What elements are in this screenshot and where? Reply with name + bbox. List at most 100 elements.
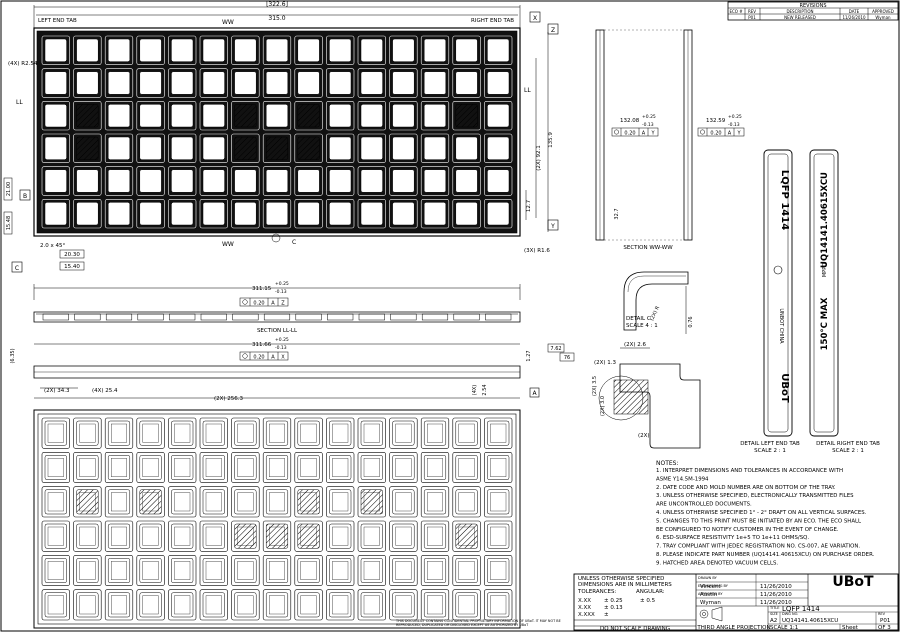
pocket-inner bbox=[332, 526, 349, 546]
rev-row-approved: Wyman bbox=[875, 15, 891, 20]
pocket-inner bbox=[174, 458, 191, 477]
pocket-inner bbox=[47, 595, 64, 615]
pocket-cavity bbox=[202, 489, 225, 515]
pocket-cavity bbox=[297, 71, 320, 95]
approved-label: APPROVED BY bbox=[698, 592, 723, 596]
pocket-inner bbox=[237, 561, 254, 580]
vacuum-cell bbox=[234, 523, 257, 549]
pocket-cavity bbox=[171, 136, 194, 160]
ww-dim-left-plus: +0.25 bbox=[642, 114, 656, 120]
pocket-cavity bbox=[107, 592, 131, 618]
datum-x: X bbox=[533, 15, 537, 22]
pocket-inner bbox=[427, 492, 443, 512]
section-ll-view: 311.15 +0.25 -0.13 0.20 A Z SECTION LL-L… bbox=[10, 281, 575, 402]
pocket-cavity bbox=[297, 38, 320, 62]
pocket-inner bbox=[237, 492, 254, 512]
ww-fcf-right-tol: 0.20 bbox=[710, 131, 721, 137]
vacuum-cell bbox=[76, 136, 99, 160]
dim-12-7: 12.7 bbox=[526, 199, 532, 212]
note-line: 9. HATCHED AREA DENOTED VACUUM CELLS. bbox=[656, 560, 778, 566]
pocket-cavity bbox=[487, 455, 510, 480]
pocket-inner bbox=[363, 423, 380, 443]
pocket-cavity bbox=[139, 202, 162, 226]
right-tab-text-temp: 150°C MAX bbox=[820, 297, 830, 350]
pocket-inner bbox=[395, 492, 412, 512]
pocket-inner bbox=[395, 595, 412, 615]
confidential-notice: THIS DOCUMENT CONTAINS CONFIDENTIAL PROP… bbox=[396, 619, 561, 627]
pocket-cavity bbox=[487, 71, 510, 95]
pocket-cavity bbox=[392, 455, 415, 480]
engineering-date: 11/26/2010 bbox=[760, 592, 792, 598]
ll-fcf-top-z: Z bbox=[281, 301, 285, 307]
pocket-cavity bbox=[202, 420, 225, 446]
pocket-cavity bbox=[329, 558, 352, 583]
pocket-inner bbox=[79, 526, 96, 546]
pocket-cavity bbox=[139, 169, 162, 193]
pocket-cavity bbox=[44, 489, 67, 515]
vacuum-cell bbox=[455, 104, 478, 128]
pocket-inner bbox=[363, 561, 380, 580]
pocket-inner bbox=[79, 595, 96, 615]
pocket-cavity bbox=[329, 71, 352, 95]
pocket-cavity bbox=[265, 169, 289, 193]
pocket-cavity bbox=[329, 455, 352, 480]
pocket-inner bbox=[142, 526, 159, 546]
pocket-cavity bbox=[171, 523, 194, 549]
rev-row-rev: P01 bbox=[748, 15, 756, 20]
top-view: [322.6] 315.0 LEFT END TAB RIGHT END TAB… bbox=[3, 1, 559, 273]
section-ll-left: LL bbox=[16, 99, 23, 106]
pocket-cavity bbox=[234, 71, 257, 95]
section-ww-view: SECTION WW-WW 132.08 +0.25 -0.13 0.20 A … bbox=[595, 29, 745, 251]
ll-pocket bbox=[105, 313, 133, 321]
pocket-cavity bbox=[297, 420, 320, 446]
rev-row-date: 11/26/2010 bbox=[842, 15, 866, 20]
vacuum-cell bbox=[455, 523, 478, 549]
ww-fcf-left-a: A bbox=[642, 131, 646, 137]
pocket-cavity bbox=[202, 71, 225, 95]
pocket-cavity bbox=[329, 420, 352, 446]
tol-angular-val: ± 0.5 bbox=[640, 598, 656, 604]
pocket-cavity bbox=[423, 38, 447, 62]
left-tab-caption: DETAIL LEFT END TAB bbox=[740, 441, 800, 447]
notes-block: NOTES: 1. INTERPRET DIMENSIONS AND TOLER… bbox=[656, 460, 875, 566]
detail-right-end-tab: UQ14141.40615XCU 150°C MAX MPPO DETAIL R… bbox=[809, 149, 880, 454]
pocket-cavity bbox=[234, 202, 257, 226]
pocket-cavity bbox=[329, 202, 352, 226]
pocket-cavity bbox=[392, 202, 415, 226]
pocket-inner bbox=[395, 526, 412, 546]
pocket-inner bbox=[427, 526, 443, 546]
pocket-cavity bbox=[107, 169, 131, 193]
pocket-cavity bbox=[44, 71, 67, 95]
ww-dim-32-7: 32.7 bbox=[614, 208, 620, 219]
dim-radius-1-6: (3X) R1.6 bbox=[524, 248, 550, 254]
approved-by: Wyman bbox=[700, 600, 721, 606]
pocket-inner bbox=[458, 595, 475, 615]
pocket-inner bbox=[79, 492, 96, 512]
label-right-end-tab: RIGHT END TAB bbox=[471, 18, 514, 24]
pocket-cavity bbox=[487, 136, 510, 160]
dim-corner-radius: (4X) R2.54 bbox=[8, 61, 38, 67]
dim-20-30: 20.30 bbox=[64, 252, 80, 258]
pocket-cavity bbox=[107, 38, 131, 62]
pocket-cavity bbox=[171, 489, 194, 515]
ll-dim-7-62: 7.62 bbox=[550, 346, 561, 352]
ll-profile-pockets bbox=[42, 313, 512, 321]
detail-dim-r: (2X) bbox=[638, 433, 650, 439]
pocket-inner bbox=[47, 458, 64, 477]
left-tab-scale: SCALE 2 : 1 bbox=[754, 448, 786, 454]
pocket-inner bbox=[300, 458, 317, 477]
ll-fcf-bottom-a: A bbox=[271, 355, 275, 361]
pocket-inner bbox=[363, 458, 380, 477]
pocket-inner bbox=[490, 492, 507, 512]
drawing-title: LQFP 1414 bbox=[782, 605, 820, 613]
pocket-cavity bbox=[360, 38, 383, 62]
pocket-cavity bbox=[360, 202, 383, 226]
pocket-cavity bbox=[202, 169, 225, 193]
pocket-cavity bbox=[139, 71, 162, 95]
pocket-cavity bbox=[265, 558, 289, 583]
size-label: SIZE bbox=[770, 612, 778, 616]
pocket-cavity bbox=[392, 420, 415, 446]
tol-line-2: DIMENSIONS ARE IN MILLIMETERS bbox=[578, 582, 672, 588]
vacuum-cell bbox=[76, 104, 99, 128]
pocket-cavity bbox=[44, 169, 67, 193]
